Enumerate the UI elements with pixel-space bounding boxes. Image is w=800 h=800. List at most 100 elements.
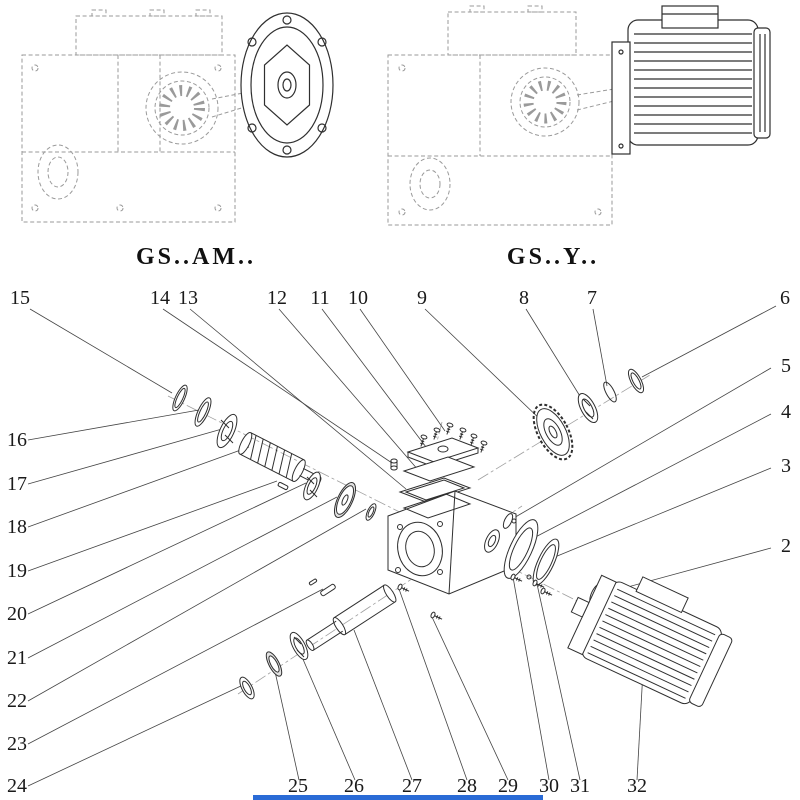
part-label-19: 19 — [7, 560, 27, 582]
part-label-23: 23 — [7, 733, 27, 755]
leader-13 — [189, 308, 407, 490]
part-gear-9 — [532, 403, 574, 461]
part-label-20: 20 — [7, 603, 27, 625]
part-gasket-ring-3 — [532, 538, 560, 586]
gear-parts — [532, 368, 645, 461]
part-plug-14 — [390, 458, 398, 471]
leader-24 — [27, 684, 244, 787]
part-ring-22 — [365, 503, 377, 521]
part-label-4: 4 — [781, 401, 791, 423]
part-bearing-26 — [289, 631, 309, 661]
part-label-29: 29 — [498, 775, 518, 797]
gs-am-input-spline-icon — [159, 85, 205, 131]
part-labels: 15 14 13 12 11 10 9 8 7 6 5 4 3 2 16 17 … — [7, 287, 791, 797]
part-label-13: 13 — [178, 287, 198, 309]
part-worm-shaft-18 — [238, 432, 322, 485]
part-label-7: 7 — [587, 287, 597, 309]
leader-27 — [353, 629, 413, 781]
part-ring-16 — [194, 397, 212, 427]
gs-am-output-flange — [240, 12, 334, 158]
leader-12 — [278, 308, 420, 472]
leader-29 — [431, 616, 509, 781]
leader-16 — [27, 409, 200, 441]
caption-gs-am: GS..AM.. — [136, 244, 256, 270]
leader-14 — [162, 308, 393, 464]
part-housing-body — [387, 490, 517, 595]
part-ring-6 — [627, 368, 645, 394]
part-washer-24 — [239, 676, 255, 700]
part-label-18: 18 — [7, 516, 27, 538]
leader-15 — [29, 308, 173, 394]
part-circlip-7 — [603, 381, 617, 403]
leader-21 — [27, 496, 338, 659]
output-shaft-parts — [239, 578, 444, 700]
part-label-22: 22 — [7, 690, 27, 712]
leader-5 — [511, 367, 772, 520]
leader-lines — [27, 305, 777, 787]
leader-22 — [27, 508, 367, 702]
leader-30 — [512, 576, 550, 781]
part-label-26: 26 — [344, 775, 364, 797]
part-key-23 — [320, 583, 336, 597]
part-label-25: 25 — [288, 775, 308, 797]
part-label-27: 27 — [402, 775, 422, 797]
leader-23 — [27, 588, 324, 745]
part-label-8: 8 — [519, 287, 529, 309]
leader-17 — [27, 428, 223, 485]
part-label-2: 2 — [781, 535, 791, 557]
bottom-blue-bar — [253, 795, 543, 800]
leader-11 — [321, 308, 430, 452]
leader-18 — [27, 446, 250, 528]
leader-28 — [398, 588, 468, 781]
part-label-9: 9 — [417, 287, 427, 309]
leader-26 — [298, 649, 356, 781]
leader-3 — [549, 467, 772, 560]
part-label-3: 3 — [781, 455, 791, 477]
gs-y-motor — [611, 5, 771, 155]
part-boss-5 — [502, 513, 514, 529]
part-bearing-8 — [577, 392, 599, 424]
part-retaining-ring-15 — [172, 384, 188, 412]
part-label-31: 31 — [570, 775, 590, 797]
part-bearing-17 — [216, 413, 238, 449]
input-shaft-parts — [172, 384, 377, 521]
gs-y-gearbox-body — [387, 5, 615, 226]
part-disc-21 — [333, 481, 357, 519]
part-seal-25 — [265, 651, 283, 677]
part-label-10: 10 — [348, 287, 368, 309]
leader-6 — [641, 305, 777, 378]
part-label-30: 30 — [539, 775, 559, 797]
part-pin-19 — [277, 481, 289, 491]
part-motor-32 — [567, 574, 733, 707]
leader-4 — [523, 413, 772, 544]
part-housing-rim-13 — [398, 477, 472, 503]
part-label-16: 16 — [7, 429, 27, 451]
part-output-shaft-27 — [305, 584, 397, 651]
part-label-6: 6 — [780, 287, 790, 309]
leader-25 — [273, 666, 300, 781]
leader-8 — [525, 308, 584, 402]
part-label-24: 24 — [7, 775, 27, 797]
part-bearing-20 — [303, 471, 321, 501]
part-label-5: 5 — [781, 355, 791, 377]
gs-am-drawing — [21, 9, 334, 223]
part-label-32: 32 — [627, 775, 647, 797]
part-gasket-12 — [402, 456, 476, 482]
top-cover-parts — [390, 421, 488, 503]
part-flange-4 — [503, 518, 539, 580]
part-pin-23b — [308, 578, 318, 586]
caption-gs-y: GS..Y.. — [507, 244, 599, 270]
leader-7 — [592, 308, 608, 387]
leader-9 — [424, 308, 545, 424]
leader-31 — [536, 583, 581, 781]
part-label-15: 15 — [10, 287, 30, 309]
leader-19 — [27, 480, 278, 572]
part-label-14: 14 — [150, 287, 170, 309]
gs-y-drawing — [387, 5, 771, 226]
part-label-17: 17 — [7, 473, 27, 495]
part-label-11: 11 — [310, 287, 329, 309]
gs-y-input-spline-icon — [523, 80, 567, 124]
leader-20 — [27, 482, 307, 615]
